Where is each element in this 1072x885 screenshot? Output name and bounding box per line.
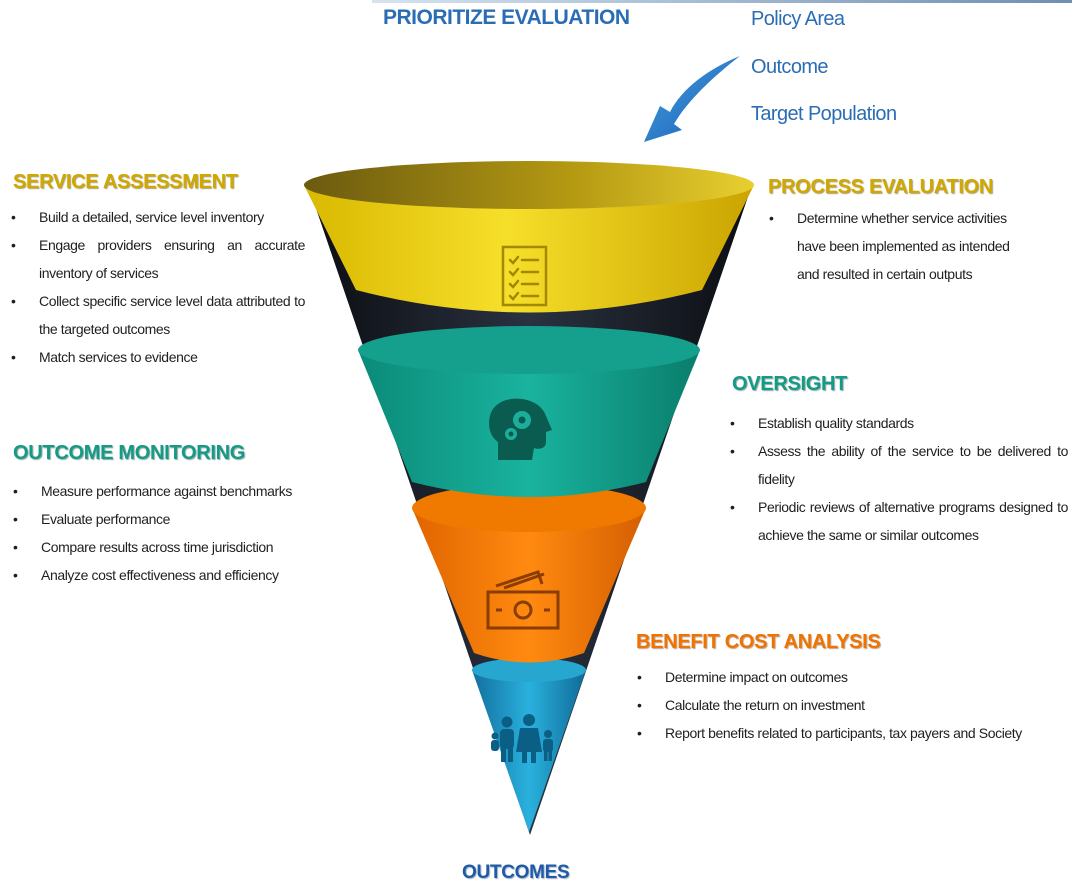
- list-item: Match services to evidence: [11, 343, 305, 371]
- funnel-band-yellow: [304, 185, 754, 313]
- list-item: Evaluate performance: [13, 505, 371, 533]
- evaluation-funnel: [304, 161, 754, 835]
- service-assessment-list: Build a detailed, service level inventor…: [11, 203, 305, 371]
- outcome-monitoring-heading: OUTCOME MONITORING: [13, 442, 246, 464]
- checklist-icon: [501, 245, 548, 307]
- funnel-band-orange-top: [412, 484, 646, 532]
- process-evaluation-heading: PROCESS EVALUATION: [768, 176, 993, 198]
- funnel-band-teal-top: [358, 326, 700, 374]
- family-icon: [491, 714, 553, 763]
- funnel-band-orange: [412, 508, 646, 663]
- benefit-cost-list: Determine impact on outcomes Calculate t…: [637, 663, 1035, 747]
- funnel-band-blue-top: [472, 658, 586, 682]
- service-assessment-heading: SERVICE ASSESSMENT: [13, 171, 238, 193]
- list-item: Determine impact on outcomes: [637, 663, 1035, 691]
- list-item: Periodic reviews of alternative programs…: [730, 493, 1068, 549]
- oversight-list: Establish quality standards Assess the a…: [730, 409, 1068, 549]
- curved-arrow-icon: [644, 56, 740, 142]
- list-item: Compare results across time jurisdiction: [13, 533, 371, 561]
- list-item: Build a detailed, service level inventor…: [11, 203, 305, 231]
- oversight-heading: OVERSIGHT: [732, 373, 848, 395]
- list-item: Measure performance against benchmarks: [13, 477, 371, 505]
- priority-item-policy-area: Policy Area: [751, 8, 845, 30]
- list-item: Calculate the return on investment: [637, 691, 1035, 719]
- prioritize-evaluation-title: PRIORITIZE EVALUATION: [383, 6, 630, 29]
- funnel-band-yellow-top: [304, 161, 754, 209]
- list-item: Collect specific service level data attr…: [11, 287, 305, 343]
- head-gears-icon: [489, 398, 552, 460]
- list-item: Analyze cost effectiveness and efficienc…: [13, 561, 371, 589]
- priority-item-outcome: Outcome: [751, 56, 829, 78]
- benefit-cost-analysis-heading: BENEFIT COST ANALYSIS: [636, 631, 881, 653]
- list-item: Establish quality standards: [730, 409, 1068, 437]
- money-icon: [486, 570, 560, 630]
- outcome-monitoring-list: Measure performance against benchmarks E…: [13, 477, 371, 589]
- process-evaluation-list: Determine whether service activities hav…: [769, 204, 1027, 288]
- list-item: Determine whether service activities hav…: [769, 204, 1027, 288]
- list-item: Engage providers ensuring an accurate in…: [11, 231, 305, 287]
- top-divider: [372, 0, 1072, 3]
- list-item: Report benefits related to participants,…: [637, 719, 1035, 747]
- outcomes-label: OUTCOMES: [462, 862, 570, 883]
- priority-item-target-population: Target Population: [751, 103, 897, 125]
- list-item: Assess the ability of the service to be …: [730, 437, 1068, 493]
